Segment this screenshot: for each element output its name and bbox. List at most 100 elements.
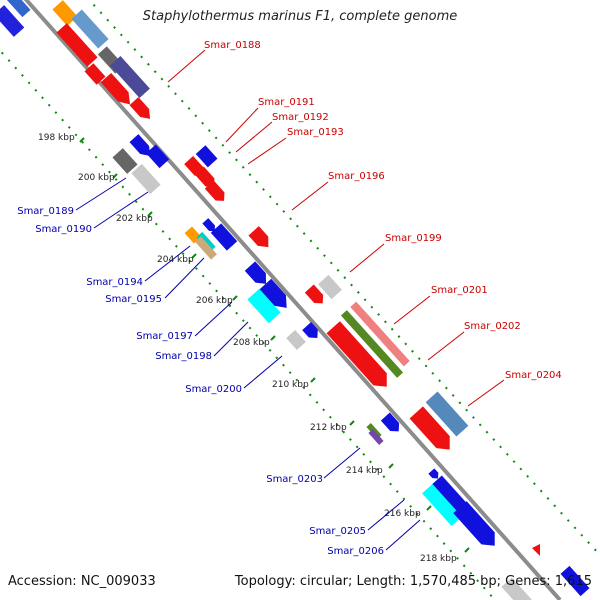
forward-leader-line: [225, 107, 259, 143]
gene-feature[interactable]: [146, 144, 170, 169]
scale-tick: [426, 505, 432, 511]
gene-feature[interactable]: [422, 483, 462, 527]
forward-leader-line: [235, 121, 273, 153]
gene-feature[interactable]: [304, 284, 327, 308]
gene-label-reverse[interactable]: Smar_0205: [309, 526, 366, 537]
scale-tick: [349, 420, 355, 426]
outer-guide-line: [87, 0, 600, 556]
gene-feature[interactable]: [52, 0, 78, 26]
gene-feature[interactable]: [302, 322, 322, 342]
gene-label-reverse[interactable]: Smar_0194: [86, 277, 143, 288]
gene-label-forward[interactable]: Smar_0199: [385, 233, 442, 244]
gene-feature[interactable]: [428, 468, 441, 481]
gene-label-reverse[interactable]: Smar_0189: [17, 206, 74, 217]
gene-feature[interactable]: [248, 226, 273, 252]
gene-feature[interactable]: [501, 577, 539, 600]
scale-tick: [270, 335, 276, 341]
scale-tick: [232, 295, 238, 301]
gene-label-reverse[interactable]: Smar_0203: [266, 474, 323, 485]
tick-label: 218 kbp: [420, 554, 457, 564]
gene-feature[interactable]: [194, 236, 218, 260]
gene-feature[interactable]: [425, 391, 469, 437]
gene-label-forward[interactable]: Smar_0201: [431, 285, 488, 296]
gene-feature[interactable]: [286, 330, 306, 350]
tick-labels: 198 kbp 200 kbp 202 kbp 204 kbp 206 kbp …: [38, 133, 457, 564]
gene-feature[interactable]: [131, 163, 161, 195]
tick-label: 208 kbp: [233, 338, 270, 348]
gene-label-reverse[interactable]: Smar_0206: [327, 546, 384, 557]
gene-label-reverse[interactable]: Smar_0190: [35, 224, 92, 235]
tick-label: 210 kbp: [272, 380, 309, 390]
gene-feature[interactable]: [71, 9, 109, 49]
gene-feature[interactable]: [129, 134, 155, 160]
gene-label-reverse[interactable]: Smar_0195: [105, 294, 162, 305]
gene-label-forward[interactable]: Smar_0193: [287, 127, 344, 138]
gene-feature[interactable]: [244, 261, 271, 288]
gene-feature[interactable]: [532, 544, 540, 556]
tick-label: 198 kbp: [38, 133, 75, 143]
gene-feature[interactable]: [318, 274, 342, 300]
gene-feature[interactable]: [110, 55, 150, 99]
gene-feature[interactable]: [560, 565, 590, 597]
gene-feature[interactable]: [340, 310, 404, 378]
reverse-leader-line: [75, 177, 127, 211]
forward-leader-line: [427, 331, 465, 361]
gene-label-forward[interactable]: Smar_0188: [204, 40, 261, 51]
tick-label: 200 kbp: [78, 173, 115, 183]
reverse-leader-line: [194, 301, 233, 337]
gene-feature[interactable]: [195, 145, 218, 168]
gene-feature[interactable]: [326, 321, 394, 392]
gene-feature[interactable]: [100, 72, 135, 109]
tick-label: 216 kbp: [384, 509, 421, 519]
forward-gene-labels: Smar_0188 Smar_0191 Smar_0192 Smar_0193 …: [204, 40, 562, 381]
gene-label-forward[interactable]: Smar_0192: [272, 112, 329, 123]
gene-label-reverse[interactable]: Smar_0200: [185, 384, 242, 395]
gene-label-reverse[interactable]: Smar_0198: [155, 351, 212, 362]
gene-feature[interactable]: [202, 218, 217, 234]
gene-feature[interactable]: [247, 288, 281, 324]
reverse-gene-labels: Smar_0189 Smar_0190 Smar_0194 Smar_0195 …: [17, 206, 384, 557]
gene-feature[interactable]: [129, 97, 155, 123]
gene-label-forward[interactable]: Smar_0196: [328, 171, 385, 182]
gene-feature[interactable]: [210, 223, 238, 251]
gene-feature[interactable]: [409, 406, 457, 455]
gene-feature[interactable]: [453, 501, 501, 552]
gene-feature[interactable]: [84, 63, 106, 85]
gene-feature[interactable]: [380, 412, 403, 436]
gene-feature[interactable]: [0, 0, 31, 18]
gene-feature[interactable]: [0, 5, 25, 37]
forward-leader-line: [291, 181, 329, 211]
map-title: Staphylothermus marinus F1, complete gen…: [142, 9, 458, 24]
gene-feature[interactable]: [204, 180, 229, 205]
reverse-leader-line: [323, 447, 361, 479]
scale-ticks: [79, 137, 470, 553]
gene-feature[interactable]: [112, 148, 138, 174]
genome-summary-text: Topology: circular; Length: 1,570,485 bp…: [234, 574, 592, 589]
reverse-leader-line: [385, 519, 421, 551]
gene-label-forward[interactable]: Smar_0204: [505, 370, 562, 381]
gene-feature[interactable]: [431, 475, 469, 515]
gene-feature[interactable]: [259, 278, 292, 313]
gene-feature[interactable]: [350, 301, 410, 367]
gene-feature[interactable]: [368, 429, 384, 445]
forward-leader-line: [167, 49, 206, 83]
gene-label-reverse[interactable]: Smar_0197: [136, 331, 193, 342]
scale-tick: [191, 253, 197, 259]
tick-label: 214 kbp: [346, 466, 383, 476]
forward-leader-line: [467, 379, 505, 407]
gene-label-forward[interactable]: Smar_0202: [464, 321, 521, 332]
gene-feature[interactable]: [194, 166, 219, 191]
gene-feature[interactable]: [56, 23, 98, 67]
reverse-leader-line: [367, 499, 405, 531]
scale-tick: [388, 463, 394, 469]
tick-label: 212 kbp: [310, 423, 347, 433]
forward-leader-line: [247, 137, 287, 165]
gene-label-forward[interactable]: Smar_0191: [258, 97, 315, 108]
gene-feature[interactable]: [184, 226, 202, 244]
scale-tick: [147, 211, 153, 217]
accession-text: Accession: NC_009033: [8, 574, 156, 589]
reverse-leader-line: [144, 245, 191, 282]
